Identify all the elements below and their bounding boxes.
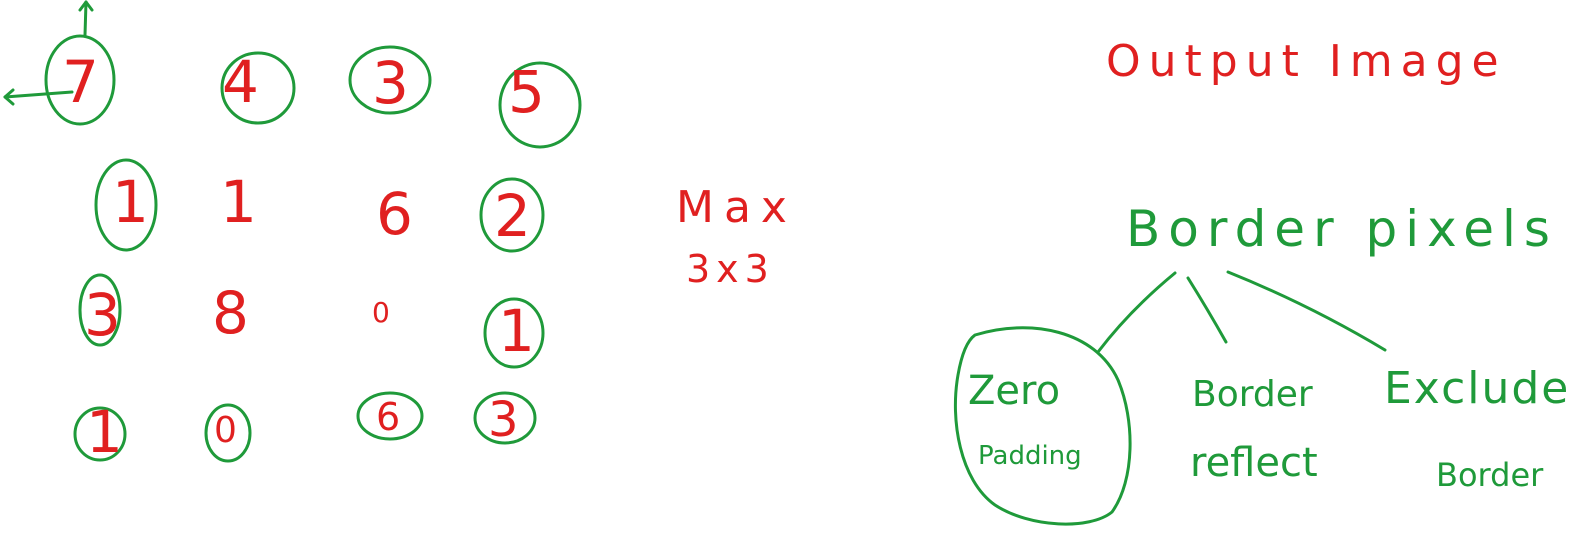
cell-0-2: 3 <box>372 49 409 117</box>
cell-circle-3-0 <box>73 406 127 462</box>
tree-root: Border pixels <box>1126 200 1558 258</box>
cell-circle-0-2 <box>348 45 432 115</box>
filter-size: 3x3 <box>686 247 775 291</box>
cell-2-2: 0 <box>372 296 390 329</box>
cell-circle-0-1 <box>220 51 296 125</box>
cell-3-1: 0 <box>214 410 237 451</box>
filter-op: Max <box>676 182 797 233</box>
child-circle-0 <box>953 326 1132 526</box>
cell-3-2: 6 <box>376 395 400 439</box>
filter-label: Max 3x3 <box>676 182 797 291</box>
cell-circle-3-2 <box>356 391 424 441</box>
branch-middle <box>1186 276 1228 344</box>
cell-circle-3-3 <box>473 391 537 445</box>
cell-0-0: 7 <box>62 48 99 116</box>
cell-0-1: 4 <box>222 48 259 116</box>
cell-1-0: 1 <box>112 168 149 236</box>
border-pixels-tree: Border pixels Zero Padding Border reflec… <box>953 200 1570 526</box>
cell-2-1: 8 <box>212 279 249 347</box>
child-1-line2: reflect <box>1190 440 1318 486</box>
cell-circle-0-3 <box>498 61 582 149</box>
cell-circle-0-0 <box>44 34 116 126</box>
cell-1-2: 6 <box>376 180 413 248</box>
child-1-line1: Border <box>1192 374 1313 415</box>
cell-3-3: 3 <box>488 392 519 448</box>
cell-circle-1-3 <box>479 177 545 253</box>
child-0-line1: Zero <box>968 368 1060 414</box>
cell-1-3: 2 <box>494 182 531 250</box>
branch-left <box>1096 271 1177 354</box>
pixel-matrix: 7 4 3 5 1 1 6 2 3 8 0 1 1 0 6 3 <box>44 34 582 466</box>
cell-circle-2-3 <box>483 297 545 369</box>
corner-arrows <box>3 0 94 106</box>
cell-circle-2-0 <box>78 273 122 347</box>
cell-3-0: 1 <box>86 398 123 466</box>
cell-2-3: 1 <box>498 297 535 365</box>
child-0-line2: Padding <box>978 441 1082 471</box>
child-2-line1: Exclude <box>1384 363 1570 414</box>
cell-2-0: 3 <box>84 281 121 349</box>
cell-1-1: 1 <box>220 168 257 236</box>
cell-0-3: 5 <box>508 58 545 126</box>
output-image-label: Output Image <box>1106 36 1507 87</box>
cell-circle-3-1 <box>204 403 252 463</box>
cell-circle-1-0 <box>94 158 158 252</box>
branch-right <box>1226 270 1387 352</box>
child-2-line2: Border <box>1436 456 1544 494</box>
